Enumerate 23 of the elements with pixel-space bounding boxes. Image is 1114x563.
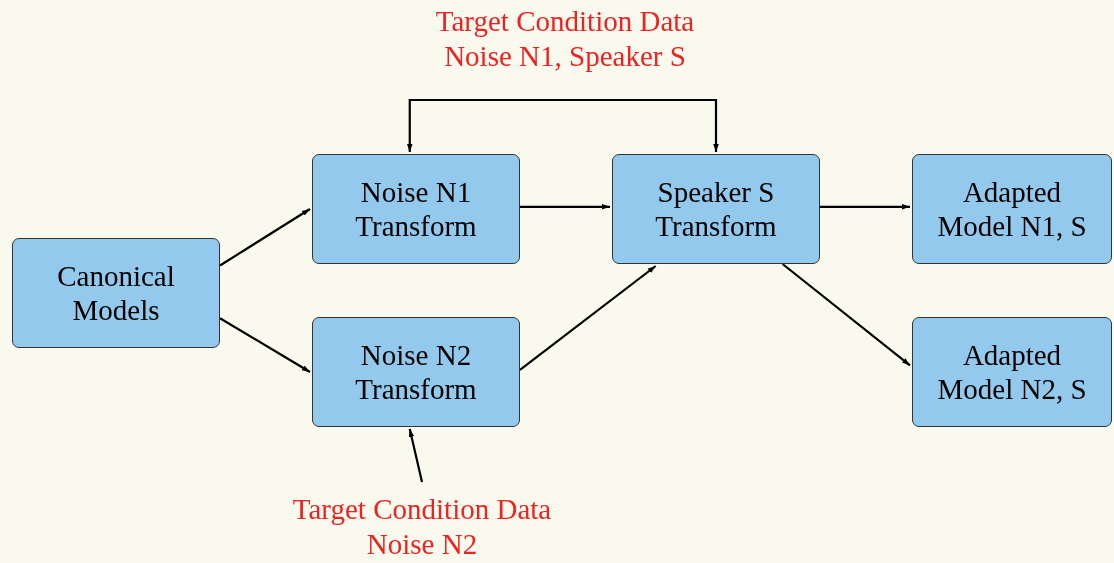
process-box xyxy=(612,154,820,264)
annotation-text: Target Condition Data Noise N2 xyxy=(291,492,553,562)
box-label: Noise N1 Transform xyxy=(354,175,478,243)
box-label: Adapted Model N1, S xyxy=(936,175,1088,243)
arrow xyxy=(519,265,657,371)
arrow xyxy=(219,208,311,267)
arrow xyxy=(781,263,911,367)
box-label: Noise N2 Transform xyxy=(354,338,478,406)
box-label: Adapted Model N2, S xyxy=(936,338,1088,406)
arrow xyxy=(565,98,719,152)
process-box xyxy=(312,154,520,264)
process-box xyxy=(912,317,1112,427)
arrow xyxy=(408,428,424,483)
process-box xyxy=(312,317,520,427)
process-box xyxy=(912,154,1112,264)
process-box xyxy=(12,238,220,348)
arrow xyxy=(406,98,565,152)
arrow xyxy=(219,317,311,373)
arrow xyxy=(520,204,610,210)
arrow xyxy=(820,204,910,210)
box-label: Speaker S Transform xyxy=(654,175,778,243)
annotation-text: Target Condition Data Noise N1, Speaker S xyxy=(434,4,696,74)
box-label: Canonical Models xyxy=(56,259,176,327)
